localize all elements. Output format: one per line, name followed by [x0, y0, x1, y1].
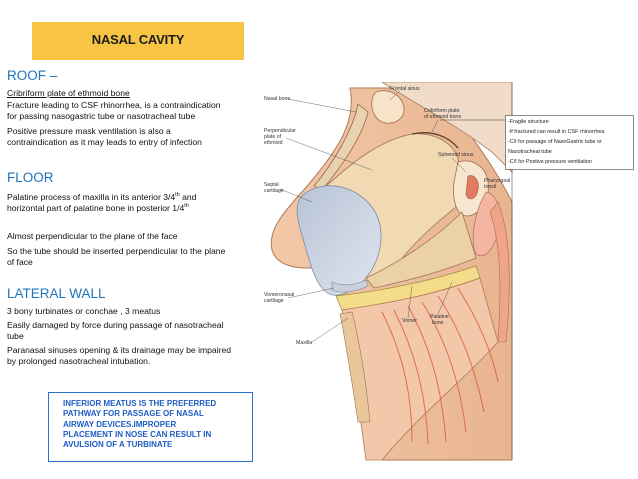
label-septal-1: Septal — [264, 182, 279, 188]
vomer-shape — [365, 211, 477, 289]
maxilla-shape — [339, 311, 371, 423]
roof-line-5: contraindication as it may leads to entr… — [7, 137, 202, 147]
note-line-2: PATHWAY FOR PASSAGE OF NASAL — [63, 409, 204, 419]
mucosa-striations — [381, 287, 499, 445]
annotation-line-2: -If fractured can result in CSF rhinorrh… — [508, 129, 604, 135]
note-text: INFERIOR MEATUS IS THE PREFERRED PATHWAY… — [63, 399, 253, 450]
roof-heading: ROOF – — [7, 68, 58, 83]
annotation-line-3: -C/I for passage of NasoGastric tube or — [508, 139, 602, 145]
frontal-sinus-shape — [371, 90, 405, 124]
sphenoid-pocket — [465, 175, 479, 200]
label-pharyngeal-1: Pharyngeal — [484, 178, 510, 184]
lateral-line-1: 3 bony turbinates or conchae , 3 meatus — [7, 306, 161, 316]
floor-line-4: So the tube should be inserted perpendic… — [7, 246, 226, 256]
label-perpendicular-3: ethmoid — [264, 140, 283, 146]
floor-heading: FLOOR — [7, 170, 54, 185]
lateral-line-4: Paranasal sinuses opening & its drainage… — [7, 345, 232, 355]
roof-line-3: for passing nasogastric tube or nasotrac… — [7, 111, 196, 121]
floor-line-5: of face — [7, 257, 33, 267]
lateral-line-5: by prolonged nasotracheal intubation. — [7, 356, 151, 366]
label-perpendicular-2: plate of — [264, 134, 282, 140]
cribriform-line — [411, 132, 459, 149]
annotation-connector — [440, 119, 506, 121]
title-banner: NASAL CAVITY — [32, 22, 244, 60]
label-palatine-2: bone — [432, 320, 444, 326]
label-vomeronasal-1: Vomeronasal — [264, 292, 294, 298]
note-line-3: AIRWAY DEVICES.IMPROPER — [63, 419, 177, 429]
label-septal-2: cartilage — [264, 188, 284, 194]
note-line-5: AVULSION OF A TURBINATE — [63, 440, 173, 450]
floor-line-3: Almost perpendicular to the plane of the… — [7, 231, 178, 241]
label-pharyngeal-2: tonsil — [484, 184, 496, 190]
lateral-heading: LATERAL WALL — [7, 286, 106, 301]
label-sphenoid: Sphenoid sinus — [438, 152, 474, 158]
label-vomer: Vomer — [402, 318, 417, 324]
annotation-line-1: -Fragile structure — [508, 119, 549, 125]
annotation-line-4: Nasotracheal tube — [508, 149, 552, 155]
cribriform-annotation: -Fragile structure -If fractured can res… — [505, 115, 634, 170]
annotation-line-5: -C/I for Postive pressure ventilation — [508, 159, 592, 165]
cranial-region — [381, 82, 513, 173]
label-maxilla: Maxilla — [296, 340, 312, 346]
page-title: NASAL CAVITY — [91, 32, 185, 47]
floor-line-1: Palatine process of maxilla in its anter… — [7, 191, 197, 202]
roof-line-4: Positive pressure mask ventilation is al… — [7, 126, 171, 136]
lateral-line-2: Easily damaged by force during passage o… — [7, 320, 224, 330]
vomeronasal-shape — [331, 279, 369, 293]
roof-line-2: Fracture leading to CSF rhinorrhea, is a… — [7, 100, 221, 110]
nasal-cavity-diagram: Nasal bone Frontal sinus Cribriform plat… — [264, 82, 513, 461]
label-perpendicular-1: Perpendicular — [264, 128, 296, 134]
note-box: INFERIOR MEATUS IS THE PREFERRED PATHWAY… — [48, 392, 253, 462]
label-cribriform-2: of ethmoid bone — [424, 114, 461, 120]
label-nasal-bone: Nasal bone — [264, 96, 290, 102]
lateral-line-3: tube — [7, 331, 24, 341]
label-palatine-1: Palatine — [430, 314, 449, 320]
label-frontal-sinus: Frontal sinus — [390, 86, 420, 92]
note-line-4: PLACEMENT IN NOSE CAN RESULT IN — [63, 429, 212, 439]
floor-line-2: horizontal part of palatine bone in post… — [7, 202, 189, 213]
label-vomeronasal-2: cartilage — [264, 298, 284, 304]
label-cribriform-1: Cribriform plate — [424, 108, 460, 114]
note-line-1: INFERIOR MEATUS IS THE PREFERRED — [63, 399, 217, 408]
roof-line-1: Cribriform plate of ethmoid bone — [7, 88, 130, 98]
